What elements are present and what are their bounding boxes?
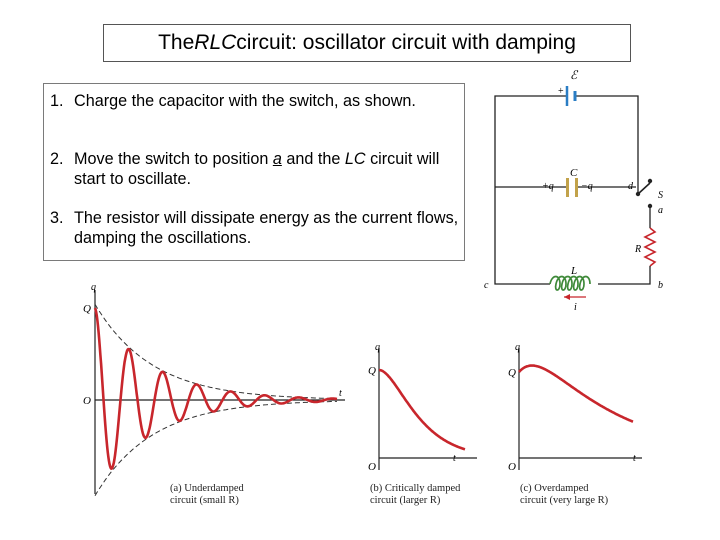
step-1: 1. Charge the capacitor with the switch,… [50, 91, 460, 111]
title-rlc: RLC [194, 31, 237, 54]
step-text-mid: and the [281, 150, 345, 168]
y-axis-label: q [375, 342, 380, 353]
switch-contact-d [635, 191, 641, 197]
title-prefix: The [158, 31, 195, 54]
x-axis-label: t [339, 388, 342, 399]
step-text-pre: Move the switch to position [74, 150, 273, 168]
switch-pivot [647, 178, 653, 184]
position-a: a [272, 150, 282, 168]
current-arrow [564, 294, 586, 300]
underdamped-charge-curve [93, 307, 338, 471]
overdamped-graph: q Q O t [508, 342, 642, 473]
caption-c-line1: (c) Overdamped [520, 483, 589, 494]
y-axis-label: q [91, 282, 96, 293]
emf-label: ℰ [570, 68, 579, 82]
node-d-label: d [628, 181, 634, 192]
step-text: The resistor will dissipate energy as th… [74, 209, 459, 247]
inductor-coil [549, 275, 591, 291]
y-tick-Q: Q [368, 365, 376, 377]
minus-q-label: −q [581, 181, 593, 192]
node-b-label: b [658, 280, 663, 291]
underdamped-graph: q Q O t [83, 282, 345, 496]
node-c-label: c [484, 280, 489, 291]
step-2: 2. Move the switch to position a and the… [50, 149, 460, 189]
step-number: 2. [50, 150, 64, 168]
y-axis-label: q [515, 342, 520, 353]
x-axis-label: t [633, 453, 636, 464]
step-number: 1. [50, 92, 64, 110]
x-axis-label: t [453, 453, 456, 464]
critically-damped-graph: q Q O t [368, 342, 477, 473]
step-text-post: circuit will start to oscillate. [74, 150, 440, 188]
y-tick-Q: Q [508, 367, 516, 379]
title-suffix: circuit: oscillator circuit with damping [236, 31, 576, 54]
switch-contact-a [647, 203, 653, 209]
step-number: 3. [50, 209, 64, 227]
caption-c-line2: circuit (very large R) [520, 495, 609, 506]
slide-title: The RLC circuit: oscillator circuit with… [103, 24, 631, 62]
rlc-circuit-diagram: ℰ + C +q −q d S a R L c b i [484, 68, 663, 313]
plus-q-label: +q [542, 181, 554, 192]
y-tick-O: O [508, 461, 516, 473]
caption-a-line1: (a) Underdamped [170, 483, 244, 494]
capacitor-label: C [570, 167, 578, 179]
step-text: Move the switch to position a and the LC… [74, 149, 460, 189]
caption-c: (c) Overdamped circuit (very large R) [520, 483, 608, 507]
critically-damped-charge-curve [379, 368, 466, 451]
caption-b: (b) Critically damped circuit (larger R) [370, 483, 460, 507]
caption-a: (a) Underdamped circuit (small R) [170, 483, 244, 507]
lc-label: LC [344, 150, 366, 168]
battery-plus-label: + [558, 86, 564, 97]
steps-list: 1. Charge the capacitor with the switch,… [43, 83, 465, 261]
y-tick-O: O [368, 461, 376, 473]
step-text: Charge the capacitor with the switch, as… [74, 92, 416, 110]
caption-b-line2: circuit (larger R) [370, 495, 441, 506]
node-a-label: a [658, 205, 663, 216]
y-tick-Q: Q [83, 303, 91, 315]
switch-label: S [658, 190, 663, 201]
capacitor-plate-left [566, 178, 569, 197]
overdamped-charge-curve [518, 364, 634, 423]
y-tick-O: O [83, 395, 91, 407]
current-label: i [574, 302, 577, 313]
capacitor-plate-right [575, 178, 578, 197]
step-3: 3. The resistor will dissipate energy as… [50, 208, 460, 248]
caption-a-line2: circuit (small R) [170, 495, 239, 506]
lower-envelope-line [94, 400, 337, 496]
inductor-label: L [570, 265, 577, 277]
caption-b-line1: (b) Critically damped [370, 483, 461, 494]
resistor-label: R [634, 244, 641, 255]
